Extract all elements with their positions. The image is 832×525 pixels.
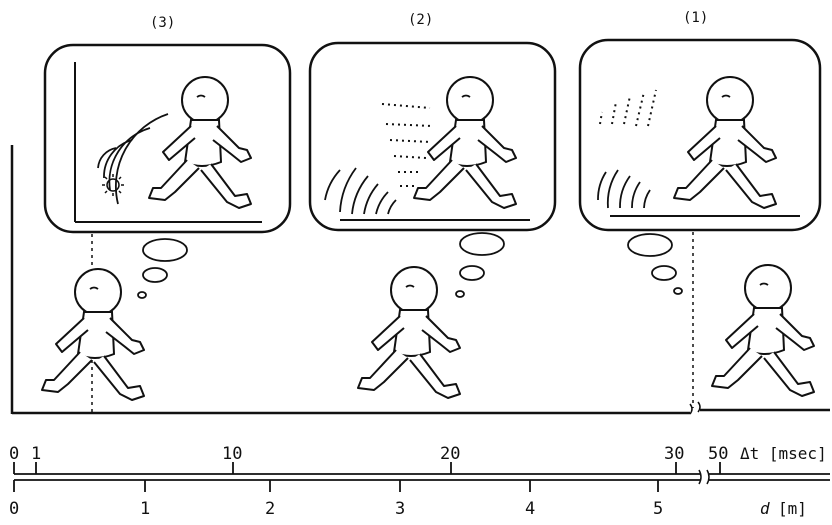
distance-axis-symbol: d [760,499,770,518]
time-axis: 0 1 10 20 30 50 Δt [msec] [9,444,830,485]
walker-figure [357,266,461,399]
time-axis-unit: Δt [msec] [740,444,827,463]
walker-figure [711,264,815,397]
distance-tick-label: 0 [9,499,19,519]
panel-label: (3) [150,15,175,31]
time-tick-label: 30 [664,444,684,464]
distance-tick-label: 5 [653,499,663,519]
panel-label: (1) [683,10,708,26]
distance-axis: 0 1 2 3 4 5 d [m] [9,480,807,519]
axis-break-mark [689,401,701,415]
distance-axis-unit: [m] [778,499,807,518]
time-tick-label: 0 [9,444,19,464]
panel-label: (2) [408,12,433,28]
walker-figure [41,268,145,401]
panel-1: (1) [578,10,822,232]
thought-bubble-2 [455,232,505,298]
distance-tick-label: 3 [395,499,405,519]
distance-tick-label: 2 [265,499,275,519]
time-tick-label: 20 [440,444,460,464]
time-tick-label: 1 [31,444,41,464]
sound-wave-arcs [324,167,397,215]
sound-wave-arcs [597,169,651,209]
time-tick-label: 50 [708,444,728,464]
panel-3: (3) [43,15,292,234]
dotted-sound-arcs [599,89,657,127]
distance-tick-label: 1 [140,499,150,519]
panel-2: (2) [308,12,557,232]
thought-bubble-3 [137,238,188,299]
time-tick-label: 10 [222,444,242,464]
thought-bubble-1 [627,233,683,295]
dotted-sound-arcs [381,103,433,187]
sun-icon [102,174,124,196]
distance-tick-label: 4 [525,499,535,519]
